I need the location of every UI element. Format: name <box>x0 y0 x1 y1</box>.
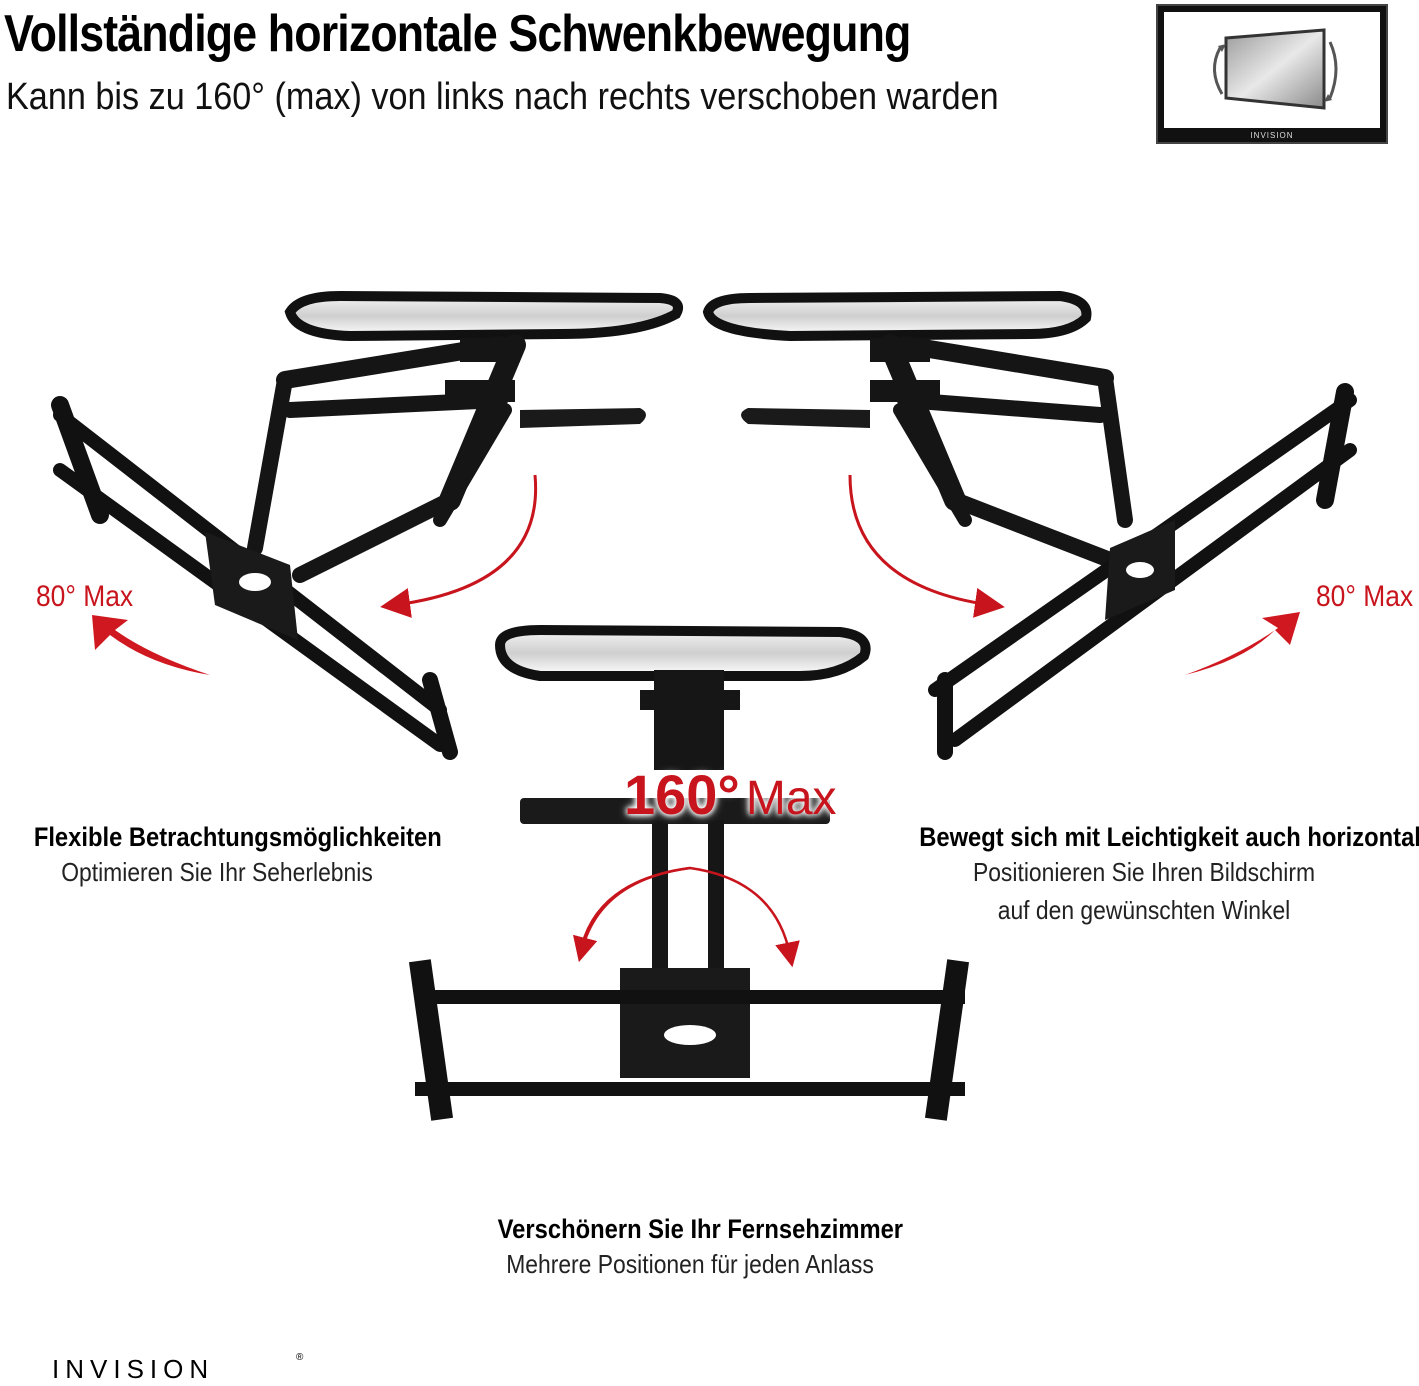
feature-bottom-title: Verschönern Sie Ihr Fernsehzimmer <box>497 1214 904 1244</box>
angle-center-unit: Max <box>745 772 837 825</box>
mount-center <box>408 624 970 1121</box>
lower-bracket <box>520 408 646 428</box>
feature-left-title: Flexible Betrachtungsmöglichkeiten <box>33 822 442 852</box>
rotate-arrow-left <box>380 474 538 618</box>
page-subtitle: Kann bis zu 160° (max) von links nach re… <box>6 76 999 118</box>
brand-logo: INVISION <box>52 1354 215 1384</box>
rotate-screen-icon <box>1213 28 1338 110</box>
tv-thumbnail-screen <box>1164 12 1380 128</box>
feature-left-line: Optimieren Sie Ihr Seherlebnis <box>61 857 373 887</box>
feature-right-line-1: Positionieren Sie Ihren Bildschirm <box>972 857 1316 887</box>
wall-plate <box>284 290 683 342</box>
feature-bottom-line: Mehrere Positionen für jeden Anlass <box>506 1249 874 1279</box>
feature-left: Flexible Betrachtungsmöglichkeiten Optim… <box>6 822 442 891</box>
feature-right-title: Bewegt sich mit Leichtigkeit auch horizo… <box>919 822 1419 852</box>
feature-right: Bewegt sich mit Leichtigkeit auch horizo… <box>885 822 1419 929</box>
page-title: Vollständige horizontale Schwenkbewegung <box>4 5 911 63</box>
registered-mark: ® <box>296 1352 304 1363</box>
tv-thumbnail: INVISION <box>1156 4 1388 144</box>
tilt-arrow-right <box>1185 612 1300 675</box>
angle-label-left: 80° Max <box>36 580 134 613</box>
mount-right <box>702 290 1357 760</box>
tilt-arrow-left <box>92 615 210 675</box>
feature-right-line-2: auf den gewünschten Winkel <box>997 895 1291 925</box>
swivel-arrow-center <box>580 866 800 968</box>
angle-center-value: 160° <box>624 763 740 826</box>
wall-plate <box>494 624 871 681</box>
rotate-arrow-right <box>848 474 1005 618</box>
angle-label-center: 160°Max <box>624 762 837 827</box>
tv-thumbnail-brand: INVISION <box>1250 131 1294 140</box>
angle-label-right: 80° Max <box>1316 580 1414 613</box>
wall-plate <box>702 290 1092 342</box>
mount-left <box>51 290 683 760</box>
feature-bottom: Verschönern Sie Ihr Fernsehzimmer Mehrer… <box>470 1214 910 1283</box>
